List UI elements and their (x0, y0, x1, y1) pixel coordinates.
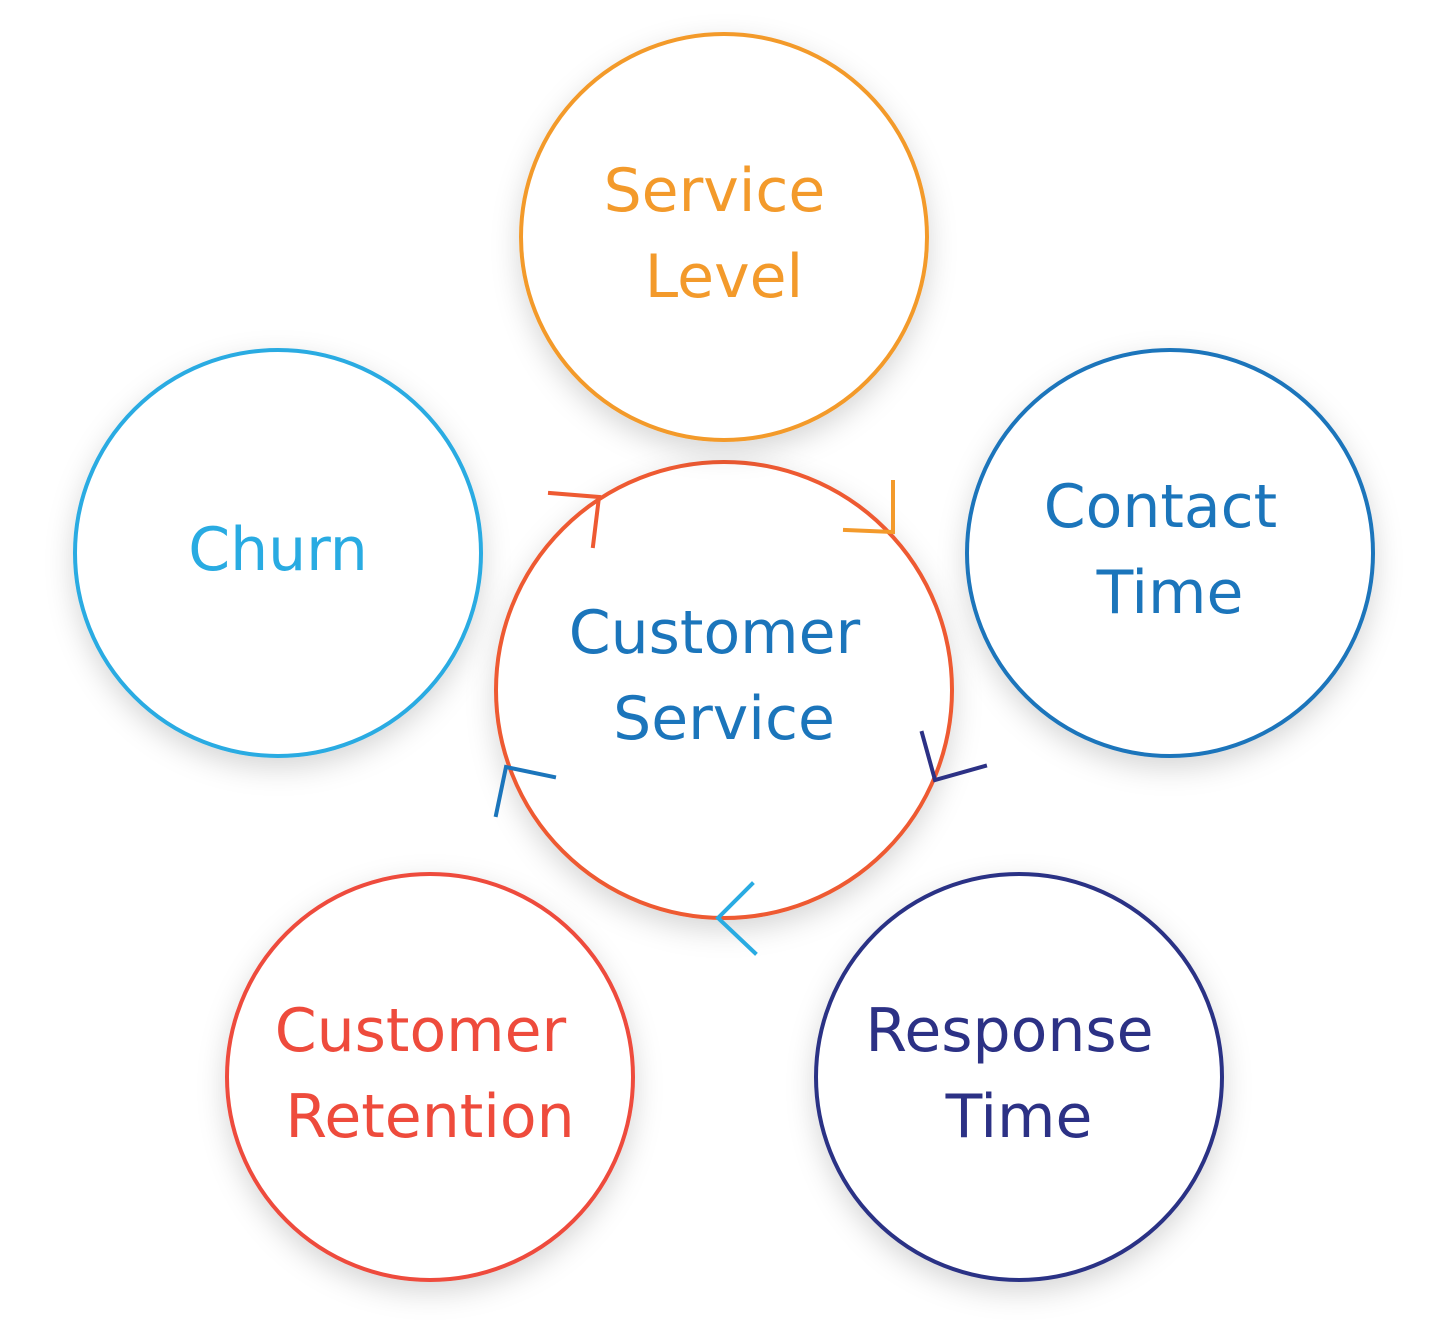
arrow-top-right (842, 480, 895, 535)
arrow-left (493, 764, 557, 818)
node-label-customer-retention: Customer Retention (275, 996, 586, 1152)
arrow-right (919, 730, 988, 783)
node-label-customer-retention-line-2: Retention (285, 1082, 574, 1152)
node-label-response-time-line-2: Time (945, 1082, 1093, 1152)
center-node-customer-service: Customer Service (494, 460, 954, 920)
node-contact-time: Contact Time (965, 348, 1375, 758)
node-circle-churn (73, 348, 483, 758)
node-label-contact-time: Contact Time (1044, 472, 1297, 628)
node-label-service-level-line-1: Service (604, 156, 826, 226)
node-circle-response-time (814, 872, 1224, 1282)
node-label-churn: Churn (188, 515, 368, 585)
center-label: Customer Service (569, 598, 880, 754)
node-circle-customer-retention (225, 872, 635, 1282)
node-label-churn-line-1: Churn (188, 515, 368, 585)
node-circle-service-level (519, 32, 929, 442)
node-churn: Churn (73, 348, 483, 758)
node-service-level: Service Level (519, 32, 929, 442)
node-label-response-time: Response Time (865, 996, 1172, 1152)
node-label-response-time-line-1: Response (865, 996, 1153, 1066)
node-label-contact-time-line-2: Time (1096, 558, 1244, 628)
center-ring (494, 460, 954, 920)
node-customer-retention: Customer Retention (225, 872, 635, 1282)
arrow-top-left (547, 490, 602, 549)
node-label-customer-retention-line-1: Customer (275, 996, 567, 1066)
center-label-line-2: Service (613, 684, 835, 754)
node-label-service-level-line-2: Level (645, 242, 803, 312)
node-circle-contact-time (965, 348, 1375, 758)
arrow-bottom (715, 881, 758, 956)
node-label-service-level: Service Level (604, 156, 845, 312)
node-label-contact-time-line-1: Contact (1044, 472, 1277, 542)
center-label-line-1: Customer (569, 598, 861, 668)
node-response-time: Response Time (814, 872, 1224, 1282)
